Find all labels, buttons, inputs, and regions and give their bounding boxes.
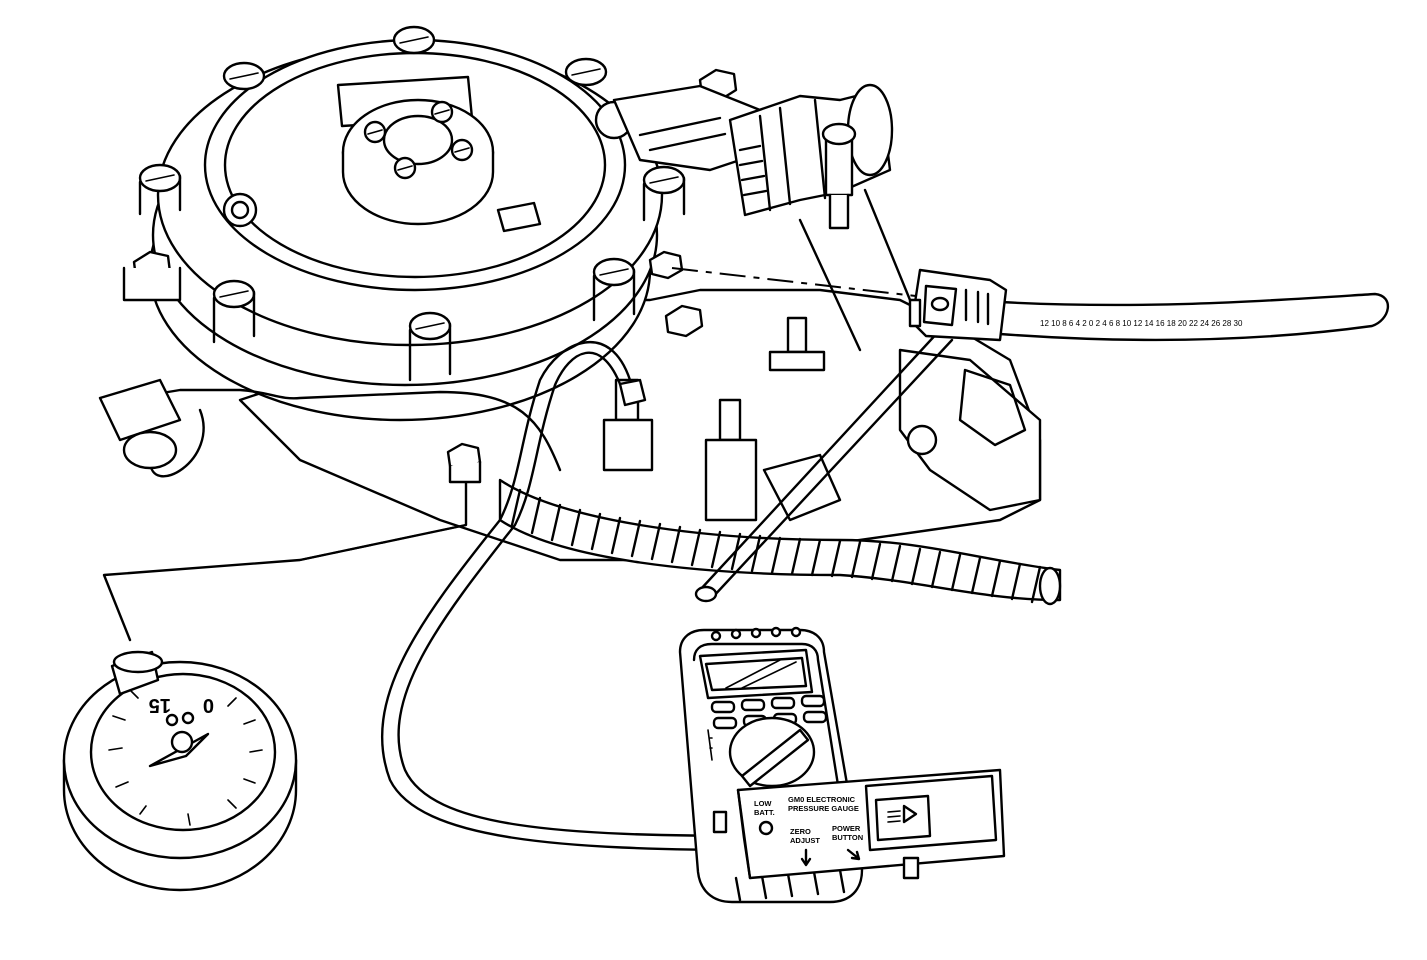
center-boss-cap bbox=[382, 114, 454, 166]
dial-pressure-gauge: 15 0 bbox=[62, 650, 298, 892]
leader-line-top-port bbox=[671, 267, 917, 297]
low-batt-label-line1: LOW bbox=[754, 799, 772, 808]
measuring-scale: 12 10 8 6 4 2 0 2 4 6 8 10 12 14 16 18 2… bbox=[998, 292, 1389, 342]
regulator-assembly bbox=[98, 25, 1042, 562]
cover-screws bbox=[138, 25, 686, 382]
outlet-block bbox=[898, 348, 1042, 512]
gauge-title-line1: GM0 ELECTRONIC bbox=[788, 795, 856, 804]
test-clip bbox=[908, 268, 1008, 342]
low-batt-indicator bbox=[758, 820, 774, 836]
dial-label-0: 0 bbox=[203, 694, 214, 716]
power-button-arrow-icon bbox=[846, 848, 861, 861]
test-port-hose bbox=[698, 328, 954, 600]
zero-adjust-arrow-icon bbox=[800, 848, 812, 867]
zero-adjust-label-line1: ZERO bbox=[790, 827, 811, 836]
barb-fittings bbox=[602, 316, 826, 522]
electronic-pressure-gauge: LOW BATT. GM0 ELECTRONIC PRESSURE GAUGE … bbox=[736, 768, 1006, 880]
pressure-hose-outer bbox=[380, 340, 762, 852]
low-batt-label-line2: BATT. bbox=[754, 808, 775, 817]
zero-adjust-label-line2: ADJUST bbox=[790, 836, 820, 845]
multimeter-top-buttons bbox=[710, 626, 802, 642]
play-triangle-icon bbox=[902, 804, 918, 824]
corrugated-vacuum-hose bbox=[498, 478, 1062, 606]
gauge-title-line2: PRESSURE GAUGE bbox=[788, 804, 859, 813]
power-button-label-line1: POWER bbox=[832, 824, 861, 833]
pressure-hose-inner bbox=[397, 351, 762, 838]
digital-multimeter bbox=[678, 626, 864, 904]
scale-ticks: 12 10 8 6 4 2 0 2 4 6 8 10 12 14 16 18 2… bbox=[1040, 319, 1243, 328]
power-button-label-line2: BUTTON bbox=[832, 833, 863, 842]
dial-label-15: 15 bbox=[149, 694, 171, 716]
